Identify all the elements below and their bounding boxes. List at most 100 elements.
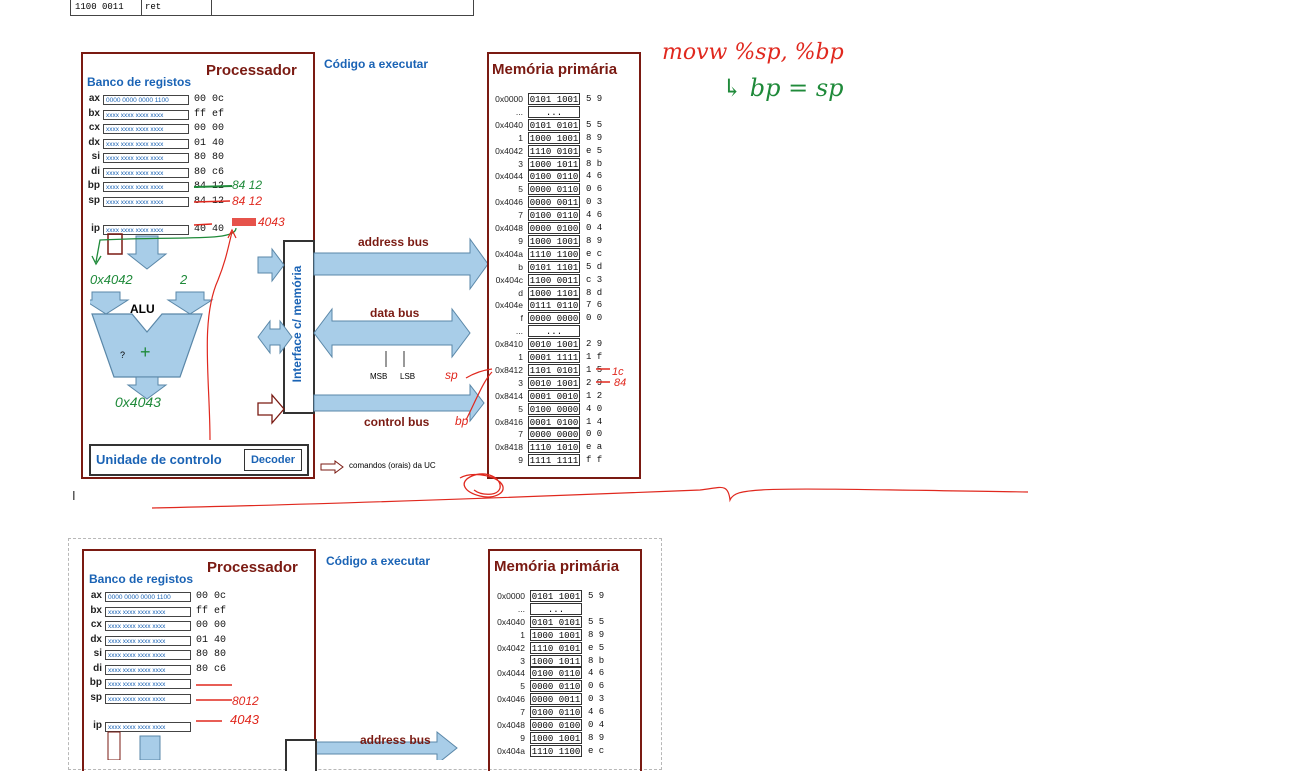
memory-cell-bits: 0000 0100 bbox=[530, 719, 582, 731]
memory-cell-bits: 0000 0100 bbox=[528, 222, 580, 234]
memory-cell-hex: 1 f bbox=[586, 352, 603, 362]
memory-cell-hex: 7 6 bbox=[586, 300, 603, 311]
lower-arrows-2 bbox=[107, 730, 458, 760]
alu-shape bbox=[90, 233, 214, 400]
left-bus-arrow-1 bbox=[257, 247, 285, 283]
memory-address: 0x4046 bbox=[495, 197, 523, 208]
memory-cell-bits: 1000 1011 bbox=[530, 654, 582, 667]
memory-address: 5 bbox=[520, 681, 525, 692]
memory-cell-hex: 5 d bbox=[586, 261, 603, 272]
left-bus-arrow-2 bbox=[257, 319, 293, 355]
memory-cell-bits: 1000 1001 bbox=[528, 131, 580, 144]
left-bus-arrow-3 bbox=[257, 393, 285, 425]
memory-cell-hex: 0 0 bbox=[586, 313, 603, 324]
memory-address: 0x4044 bbox=[497, 668, 525, 679]
register-name-ax: ax bbox=[90, 590, 102, 601]
memory-cell-hex: 8 b bbox=[588, 655, 605, 666]
memory-cell-hex: 4 6 bbox=[586, 210, 603, 221]
memory-cell-hex: e c bbox=[586, 248, 603, 259]
mem-sp-arrow bbox=[465, 368, 493, 379]
memory-cell-bits: 0100 0000 bbox=[528, 402, 580, 415]
memory-cell-bits: 0000 0000 bbox=[528, 428, 580, 441]
register-bits-di: xxxx xxxx xxxx xxxx bbox=[105, 664, 191, 675]
memory-cell-bits: ... bbox=[530, 602, 582, 615]
memory-cell-bits: 1100 0011 bbox=[528, 273, 580, 286]
alu-out-arrow bbox=[126, 376, 168, 400]
note-alu-in-right: 2 bbox=[180, 272, 188, 287]
alu-body bbox=[91, 313, 203, 378]
register-value-di: 80 c6 bbox=[194, 166, 225, 178]
register-name-sp: sp bbox=[88, 194, 100, 206]
register-name-sp: sp bbox=[90, 691, 102, 703]
memory-cell-bits: 0101 0101 bbox=[528, 118, 580, 131]
memory-address: 1 bbox=[518, 352, 523, 362]
memory-address: 0x4042 bbox=[497, 642, 525, 653]
memory-cell-hex: 4 6 bbox=[588, 707, 605, 718]
memory-address: ... bbox=[515, 326, 523, 337]
register-value-ip: 40 40 bbox=[194, 224, 225, 235]
legend-arrow bbox=[320, 460, 344, 474]
memory-cell-bits: 1000 1001 bbox=[530, 731, 582, 744]
register-bits-si: xxxx xxxx xxxx xxxx bbox=[105, 650, 191, 660]
memory-cell-bits: 0101 1001 bbox=[528, 93, 580, 105]
register-name-ip: ip bbox=[91, 223, 100, 234]
ink-divider-line bbox=[151, 486, 1029, 509]
register-value-ax: 00 0c bbox=[194, 94, 225, 105]
memory-cell-bits: 0101 0101 bbox=[530, 615, 582, 628]
ink-scribble bbox=[459, 473, 504, 498]
memory-cell-hex: 0 4 bbox=[586, 223, 603, 233]
register-bits-bx: xxxx xxxx xxxx xxxx bbox=[105, 606, 191, 617]
text-cursor-icon: I bbox=[72, 488, 76, 503]
memory-address: 0x4048 bbox=[495, 223, 523, 233]
top-table-divider-2 bbox=[211, 0, 212, 15]
register-bits-dx: xxxx xxxx xxxx xxxx bbox=[103, 138, 189, 149]
memory-address: 0x4044 bbox=[495, 171, 523, 182]
memory-address: 0x8418 bbox=[495, 442, 523, 453]
lsb-label: LSB bbox=[400, 372, 416, 381]
memory-address: ... bbox=[515, 106, 523, 117]
top-table: 1100 0011 ret bbox=[70, 0, 474, 16]
memory-address: 0x4048 bbox=[497, 720, 525, 730]
note-ip-new: 4043 bbox=[258, 215, 285, 229]
memory-cell-bits: 0001 0010 bbox=[528, 389, 580, 402]
memory-cell-hex: 0 6 bbox=[588, 681, 605, 692]
register-name-bp: bp bbox=[89, 677, 102, 688]
memory-cell-bits: 0101 1001 bbox=[530, 590, 582, 602]
control-unit-box bbox=[89, 444, 309, 476]
memory-frame bbox=[487, 52, 641, 479]
note-bp-new: 84 12 bbox=[232, 178, 263, 192]
memory-cell-hex: 2 9 bbox=[586, 339, 603, 350]
memory-cell-bits: 0000 0011 bbox=[530, 693, 582, 706]
memory-cell-bits: 0111 0110 bbox=[528, 299, 580, 312]
memory-cell-bits: 1110 1100 bbox=[530, 744, 582, 757]
msb-label: MSB bbox=[370, 372, 388, 381]
sp-strike bbox=[193, 200, 231, 203]
memory-address: 9 bbox=[520, 732, 525, 743]
processor-frame-2 bbox=[82, 549, 316, 771]
register-name-ax: ax bbox=[88, 93, 100, 104]
register-name-di: di bbox=[91, 165, 100, 177]
mem-bp-arrow bbox=[465, 371, 493, 421]
memory-cell-bits: 0000 0000 bbox=[528, 312, 580, 325]
memory-cell-hex: f f bbox=[586, 455, 603, 466]
register-name-cx: cx bbox=[90, 619, 102, 630]
data-bus-label: data bus bbox=[370, 306, 420, 320]
memory-cell-hex: 4 6 bbox=[588, 668, 605, 679]
register-value-cx: 00 00 bbox=[194, 123, 225, 134]
memory-cell-hex: 8 d bbox=[586, 287, 603, 298]
register-name-dx: dx bbox=[88, 136, 100, 148]
memory-address: 9 bbox=[518, 455, 523, 466]
memory-cell-bits: 0100 0110 bbox=[528, 209, 580, 222]
memory-interface-box bbox=[283, 240, 315, 414]
memory-cell-hex: 5 9 bbox=[588, 591, 605, 601]
register-bits-ax: 0000 0000 0000 1100 bbox=[105, 592, 191, 602]
memory-address: 3 bbox=[518, 158, 523, 169]
memory-cell-bits: 0001 0100 bbox=[528, 415, 580, 428]
legend-text: comandos (orais) da UC bbox=[349, 461, 436, 470]
memory-cell-bits: 0000 0011 bbox=[528, 196, 580, 209]
note-mem-bp: bp bbox=[455, 414, 469, 428]
memory-cell-hex: 5 9 bbox=[586, 94, 603, 104]
memory-address: 1 bbox=[520, 629, 525, 640]
memory-cell-hex: 8 9 bbox=[588, 629, 605, 640]
